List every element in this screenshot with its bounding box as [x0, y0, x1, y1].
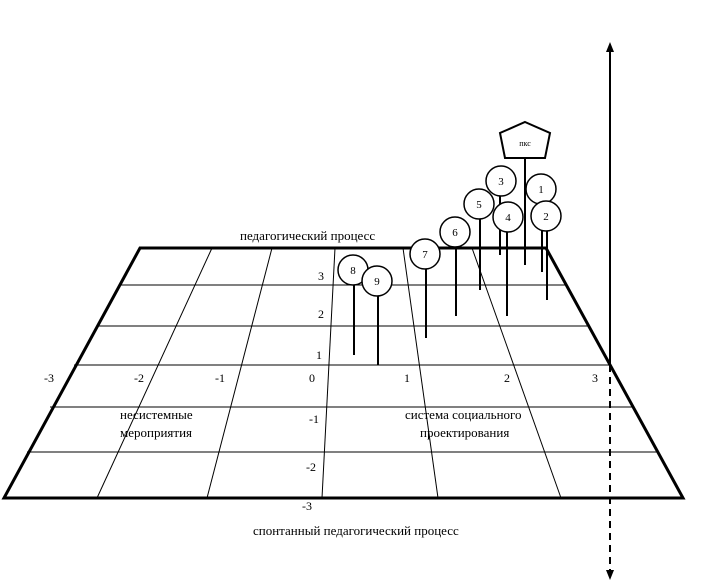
x-tick-label: 2	[504, 371, 510, 385]
marker-label: 3	[498, 176, 504, 188]
right-region-label-1: система социального	[405, 407, 522, 422]
circle-marker: 7	[409, 238, 441, 270]
circle-marker: 6	[439, 216, 471, 248]
marker-label: 8	[350, 265, 356, 277]
marker-stems	[353, 158, 548, 365]
y-tick-label: 1	[316, 348, 322, 362]
marker-label: 4	[505, 212, 511, 224]
x-tick-label: -3	[44, 371, 54, 385]
right-region-label-2: проектирования	[420, 425, 509, 440]
marker-label: 9	[374, 276, 380, 288]
x-tick-label: 3	[592, 371, 598, 385]
circle-marker: 1	[525, 173, 557, 205]
marker-label: 1	[538, 184, 544, 196]
circle-marker: 5	[463, 188, 495, 220]
y-tick-label: -2	[306, 460, 316, 474]
y-tick-label: 2	[318, 307, 324, 321]
y-tick-label: -1	[309, 412, 319, 426]
marker-label: 5	[476, 199, 482, 211]
pentagon-marker: пкс	[498, 120, 552, 159]
x-tick-label: 1	[404, 371, 410, 385]
circle-marker: 9	[361, 265, 393, 297]
x-tick-label: 0	[309, 371, 315, 385]
y-tick-label: -3	[302, 499, 312, 513]
vertical-grid	[96, 247, 562, 499]
top-label: педагогический процесс	[240, 228, 375, 243]
pentagon-label: пкс	[519, 139, 531, 148]
circle-marker: 2	[530, 200, 562, 232]
bottom-label: спонтанный педагогический процесс	[253, 523, 459, 538]
y-tick-label: 3	[318, 269, 324, 283]
vertical-axis	[606, 42, 614, 580]
marker-label: 7	[422, 249, 428, 261]
left-region-label-2: мероприятия	[120, 425, 192, 440]
circle-marker: 8	[337, 254, 369, 286]
x-tick-label: -1	[215, 371, 225, 385]
horizontal-grid	[27, 284, 658, 453]
left-region-label-1: несистемные	[120, 407, 193, 422]
x-tick-label: -2	[134, 371, 144, 385]
circle-marker: 4	[492, 201, 524, 233]
marker-label: 6	[452, 227, 458, 239]
marker-label: 2	[543, 211, 549, 223]
circle-marker: 3	[485, 165, 517, 197]
